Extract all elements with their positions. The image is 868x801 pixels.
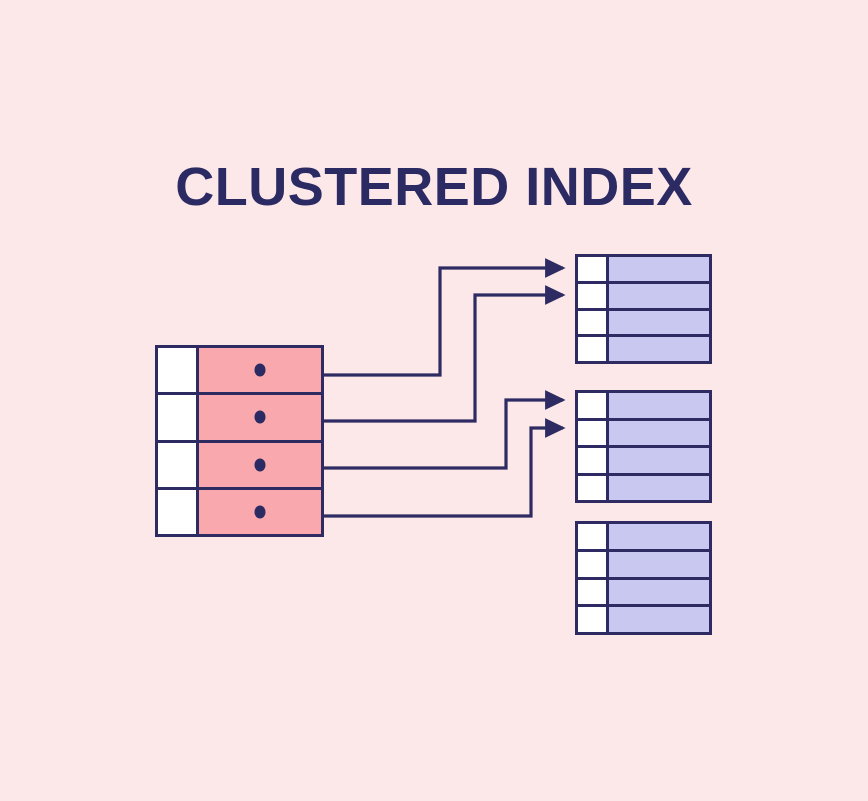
page-title: CLUSTERED INDEX	[175, 157, 693, 217]
index-pointer-cell	[199, 395, 321, 440]
index-key-cell	[158, 489, 199, 534]
data-value-cell	[609, 551, 709, 577]
data-table-row	[578, 310, 709, 338]
data-key-cell	[578, 420, 609, 445]
index-table-row	[158, 348, 321, 396]
data-value-cell	[609, 310, 709, 335]
data-key-cell	[578, 393, 609, 418]
data-key-cell	[578, 607, 609, 632]
data-value-cell	[609, 337, 709, 361]
index-key-cell	[158, 442, 199, 487]
pointer-dot-icon	[254, 410, 266, 424]
data-table-row	[578, 607, 709, 632]
data-value-cell	[609, 448, 709, 473]
data-value-cell	[609, 475, 709, 500]
data-table-row	[578, 393, 709, 421]
data-value-cell	[609, 283, 709, 308]
data-value-cell	[609, 393, 709, 418]
index-table-row	[158, 395, 321, 443]
data-key-cell	[578, 579, 609, 605]
connector-index-row-1-to-data-table-1-row-1	[323, 258, 566, 377]
data-table-row	[578, 448, 709, 476]
data-table-row	[578, 420, 709, 448]
data-table-row	[578, 475, 709, 500]
data-table-row	[578, 579, 709, 608]
index-key-cell	[158, 395, 199, 440]
index-table	[155, 345, 324, 537]
index-pointer-cell	[199, 489, 321, 534]
data-key-cell	[578, 283, 609, 308]
data-value-cell	[609, 420, 709, 445]
data-value-cell	[609, 579, 709, 605]
data-value-cell	[609, 524, 709, 549]
pointer-dot-icon	[254, 458, 266, 472]
data-table-2	[575, 390, 712, 503]
data-key-cell	[578, 448, 609, 473]
data-key-cell	[578, 475, 609, 500]
data-table-row	[578, 257, 709, 284]
data-value-cell	[609, 257, 709, 281]
data-value-cell	[609, 607, 709, 632]
data-table-3	[575, 521, 712, 635]
pointer-dot-icon	[254, 505, 266, 519]
data-table-row	[578, 551, 709, 580]
index-pointer-cell	[199, 348, 321, 393]
index-table-row	[158, 489, 321, 534]
data-key-cell	[578, 257, 609, 281]
pointer-dot-icon	[254, 363, 266, 377]
data-table-1	[575, 254, 712, 364]
index-table-row	[158, 442, 321, 490]
data-key-cell	[578, 310, 609, 335]
connector-index-row-2-to-data-table-1-row-2	[323, 285, 566, 423]
data-key-cell	[578, 551, 609, 577]
index-key-cell	[158, 348, 199, 393]
data-key-cell	[578, 524, 609, 549]
data-table-row	[578, 524, 709, 552]
connector-index-row-4-to-data-table-2-row-2	[323, 418, 566, 518]
connector-index-row-3-to-data-table-2-row-1	[323, 390, 566, 470]
data-table-row	[578, 337, 709, 361]
data-table-row	[578, 283, 709, 311]
data-key-cell	[578, 337, 609, 361]
index-pointer-cell	[199, 442, 321, 487]
